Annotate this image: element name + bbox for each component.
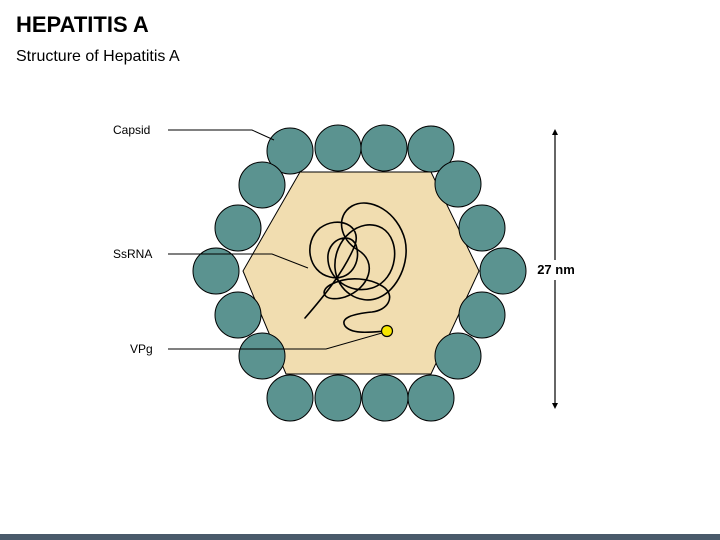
capsid-sphere [238, 332, 286, 380]
capsid-sphere [458, 204, 506, 252]
capsid-sphere [479, 247, 527, 295]
vpg-label: VPg [130, 342, 153, 356]
capsid-sphere [361, 374, 409, 422]
capsid-sphere [192, 247, 240, 295]
capsid-sphere [214, 291, 262, 339]
capsid-sphere [360, 124, 408, 172]
ssrna-label: SsRNA [113, 247, 152, 261]
capsid-shell [192, 124, 527, 422]
vpg-leader-line [168, 332, 383, 350]
capsid-sphere [238, 161, 286, 209]
page-title: HEPATITIS A [16, 12, 149, 37]
capsid-label: Capsid [113, 123, 150, 137]
page-subtitle: Structure of Hepatitis A [16, 48, 180, 65]
capsid-sphere [314, 124, 362, 172]
vpg-dot [380, 324, 394, 338]
dimension-label: 27 nm [537, 262, 575, 277]
capsid-sphere [458, 291, 506, 339]
capsid-sphere [314, 374, 362, 422]
ssrna-strand [304, 202, 407, 334]
capsid-leader-line [168, 129, 275, 141]
capsid-sphere [266, 127, 314, 175]
capsid-sphere [434, 160, 482, 208]
capsid-sphere [214, 204, 262, 252]
capsid-sphere [434, 332, 482, 380]
capsid-sphere [266, 374, 314, 422]
footer-bar [0, 534, 720, 540]
capsid-sphere [407, 374, 455, 422]
ssrna-leader-line [168, 253, 309, 269]
capsid-sphere [407, 125, 455, 173]
